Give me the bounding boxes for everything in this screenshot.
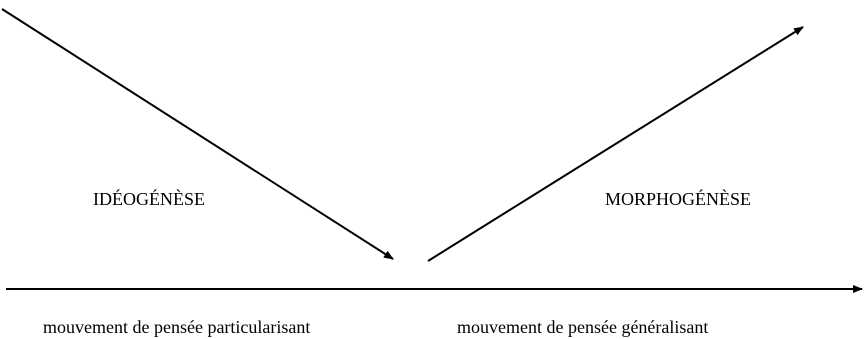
descending-arrow: [1, 8, 394, 260]
generalizing-movement-label: mouvement de pensée généralisant: [457, 317, 709, 337]
particularizing-movement-label: mouvement de pensée particularisant: [43, 317, 311, 337]
morphogenese-label: MORPHOGÉNÈSE: [605, 189, 752, 209]
ascending-arrow: [427, 26, 804, 262]
ideogenese-label: IDÉOGÉNÈSE: [93, 189, 205, 209]
